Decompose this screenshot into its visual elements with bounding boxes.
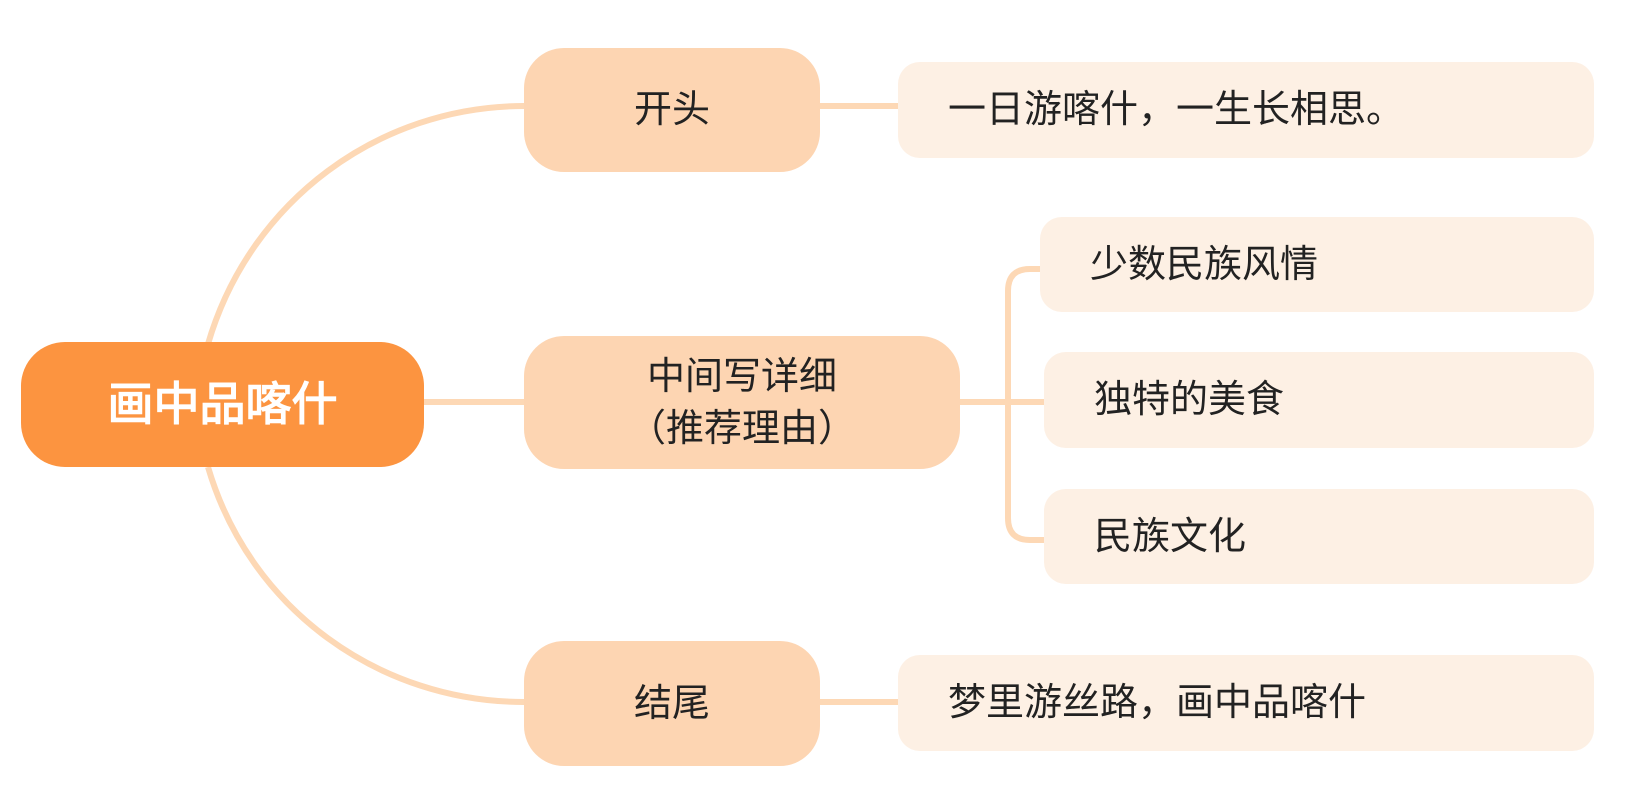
branch-opening[interactable]: 开头 — [524, 48, 820, 172]
branch-ending[interactable]: 结尾 — [524, 641, 820, 766]
connector-root-opening — [205, 103, 525, 345]
leaf-ending[interactable]: 梦里游丝路，画中品喀什 — [898, 655, 1594, 751]
connector-middle-bracket — [1005, 266, 1044, 543]
branch-middle-label: 中间写详细 — [646, 354, 837, 399]
root-node[interactable]: 画中品喀什 — [21, 342, 424, 467]
leaf-opening[interactable]: 一日游喀什，一生长相思。 — [898, 62, 1594, 158]
branch-middle-sublabel: （推荐理由） — [627, 405, 856, 450]
leaf-ethnic-customs[interactable]: 少数民族风情 — [1040, 217, 1594, 312]
connector-root-ending — [205, 466, 525, 705]
leaf-culture[interactable]: 民族文化 — [1044, 489, 1594, 584]
branch-middle[interactable]: 中间写详细 （推荐理由） — [524, 336, 960, 469]
leaf-food[interactable]: 独特的美食 — [1044, 352, 1594, 448]
